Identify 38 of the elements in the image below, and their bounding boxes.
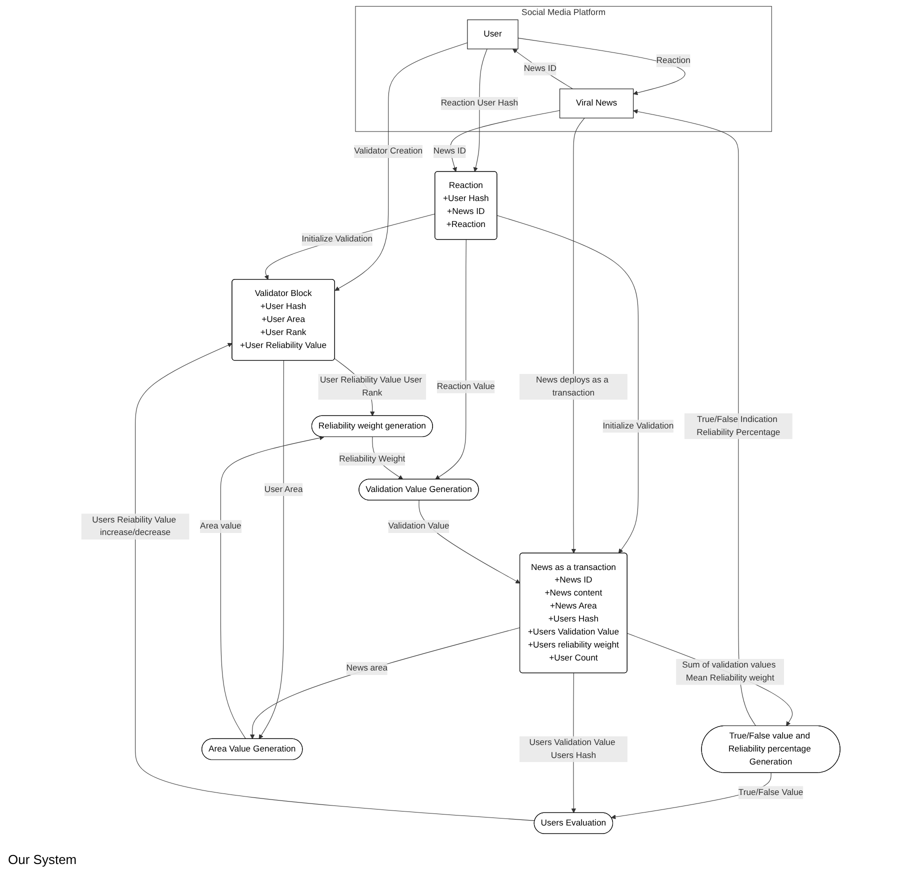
edge-label: Reaction User Hash <box>441 98 518 108</box>
edge-label: Sum of validation values Mean Reliability weight <box>682 660 776 683</box>
edge-label: Validation Value <box>388 522 450 531</box>
edge-label: News area <box>346 664 388 673</box>
edge-label: True/False Indication Reliability Percentage <box>696 414 780 437</box>
edge-label: News ID <box>524 64 557 74</box>
arrow <box>572 118 586 554</box>
arrow <box>259 360 284 740</box>
edge-label: Initialize Validation <box>603 421 674 431</box>
edge-label: Users Reiability Value increase/decrease <box>92 515 176 538</box>
edge-label: Users Validation Value Users Hash <box>530 738 616 760</box>
arrow <box>512 48 574 90</box>
arrow <box>518 38 686 96</box>
edge-label: Reliability Weight <box>339 454 406 464</box>
arrow <box>633 109 756 726</box>
node-box: Viral News <box>560 88 634 118</box>
arrow <box>627 633 793 726</box>
edge-label: News deploys as a transaction <box>536 375 609 398</box>
arrow <box>135 342 536 821</box>
arrow <box>497 215 639 554</box>
note-text: Our System <box>8 852 77 867</box>
arrow <box>220 436 325 740</box>
edge-label: News ID <box>434 146 466 156</box>
edge-label: Initialize Validation <box>302 234 373 244</box>
edge-label: Area value <box>200 522 242 531</box>
node-box: User <box>467 20 519 50</box>
arrow <box>474 48 488 172</box>
edge-label: True/False Value <box>738 788 804 797</box>
arrow <box>264 214 436 280</box>
edge-label: User Area <box>264 484 304 494</box>
edge-label: Validator Creation <box>354 146 423 156</box>
edge-label: Reaction <box>656 56 691 66</box>
arrow <box>334 42 468 291</box>
arrow <box>250 627 521 740</box>
edge-label: User Reliability Value User Rank <box>320 375 422 398</box>
arrow <box>450 110 560 172</box>
arrow <box>435 239 467 480</box>
edge-label: Reaction Value <box>437 382 496 392</box>
